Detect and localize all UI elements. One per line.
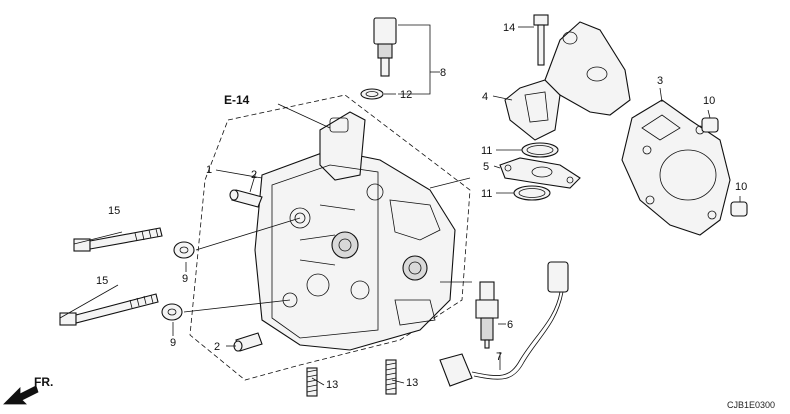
callout-13-right: 13 (406, 377, 418, 389)
callout-6: 6 (507, 319, 513, 331)
o-ring-upper[interactable] (521, 142, 559, 158)
dowel-pin-gasket-lower[interactable] (730, 201, 748, 217)
callout-9-lower: 9 (170, 337, 176, 349)
callout-1: 1 (206, 164, 212, 176)
dowel-pin-gasket-upper[interactable] (701, 117, 719, 133)
stud-bolt-right[interactable] (385, 359, 397, 395)
stud-bolt-left[interactable] (306, 367, 318, 397)
leader-lines (59, 24, 741, 386)
spark-plug[interactable] (475, 281, 499, 349)
insulator[interactable] (499, 157, 581, 189)
callout-7: 7 (496, 351, 502, 363)
callout-12: 12 (400, 89, 412, 101)
callout-8: 8 (440, 67, 446, 79)
callout-3: 3 (657, 75, 663, 87)
callout-9-upper: 9 (182, 273, 188, 285)
callout-15-lower: 15 (96, 275, 108, 287)
cylinder-head-gasket[interactable] (621, 99, 731, 236)
callout-10-lower: 10 (735, 181, 747, 193)
callout-2-upper: 2 (251, 169, 257, 181)
front-direction-arrow-icon (3, 385, 39, 405)
callout-11-lower: 11 (481, 188, 492, 200)
sealing-washer[interactable] (360, 88, 384, 100)
intake-pipe[interactable] (504, 21, 631, 141)
dowel-pin-upper[interactable] (229, 189, 263, 208)
callout-2-lower: 2 (214, 341, 220, 353)
dowel-pin-lower[interactable] (233, 332, 263, 352)
callout-13-left: 13 (326, 379, 338, 391)
nut-lower[interactable] (161, 303, 183, 321)
direction-label: FR. (34, 375, 53, 389)
callout-10-upper: 10 (703, 95, 715, 107)
callout-14: 14 (503, 22, 515, 34)
o-ring-lower[interactable] (513, 185, 551, 201)
flange-bolt-upper[interactable] (73, 227, 163, 252)
nut-upper[interactable] (173, 241, 195, 259)
callout-4: 4 (482, 91, 488, 103)
assembly-boundary (189, 94, 471, 381)
drawing-code: CJB1E0300 (727, 400, 775, 410)
callout-5: 5 (483, 161, 489, 173)
oxygen-sensor[interactable] (439, 261, 569, 387)
temperature-sensor[interactable] (373, 17, 397, 77)
section-reference: E-14 (224, 93, 250, 107)
callout-11-upper: 11 (481, 145, 492, 157)
callout-15-upper: 15 (108, 205, 120, 217)
cylinder-head[interactable] (254, 111, 456, 351)
intake-bolt[interactable] (533, 14, 549, 66)
